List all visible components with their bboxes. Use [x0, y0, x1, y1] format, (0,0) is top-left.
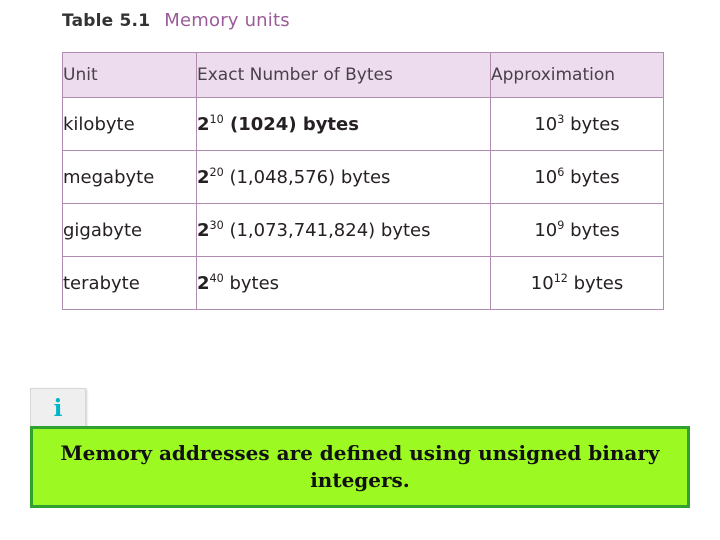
- callout-box: Memory addresses are defined using unsig…: [30, 426, 690, 508]
- approx-exponent: 9: [557, 218, 565, 232]
- memory-units-table: Unit Exact Number of Bytes Approximation…: [62, 52, 664, 310]
- exact-base: 2: [197, 166, 210, 188]
- column-header-approximation: Approximation: [490, 52, 664, 98]
- table-row: megabyte 220 (1,048,576) bytes 106 bytes: [62, 150, 664, 204]
- cell-unit: terabyte: [62, 256, 197, 310]
- info-glyph: i: [53, 394, 63, 422]
- table-body: kilobyte 210 (1024) bytes 103 bytes mega…: [62, 97, 664, 310]
- approx-rest: bytes: [567, 272, 624, 294]
- cell-approximation: 1012 bytes: [490, 256, 664, 310]
- approx-base: 10: [534, 166, 558, 188]
- table-caption-label: Table 5.1: [62, 11, 151, 31]
- cell-exact-bytes: 240 bytes: [196, 256, 491, 310]
- exact-exponent: 30: [209, 218, 224, 232]
- exact-base: 2: [197, 113, 210, 135]
- column-header-unit: Unit: [62, 52, 197, 98]
- approx-exponent: 12: [553, 271, 568, 285]
- table-caption-title: Memory units: [164, 10, 290, 31]
- exact-exponent: 40: [209, 271, 224, 285]
- approx-base: 10: [534, 219, 558, 241]
- table-caption: Table 5.1 Memory units: [62, 10, 290, 31]
- approx-base: 10: [530, 272, 554, 294]
- exact-rest: bytes: [223, 272, 280, 294]
- exact-rest: (1,073,741,824) bytes: [223, 219, 431, 241]
- exact-base: 2: [197, 219, 210, 241]
- exact-exponent: 10: [209, 112, 224, 126]
- approx-rest: bytes: [564, 219, 620, 241]
- cell-exact-bytes: 230 (1,073,741,824) bytes: [196, 203, 491, 257]
- cell-approximation: 106 bytes: [490, 150, 664, 204]
- table-row: gigabyte 230 (1,073,741,824) bytes 109 b…: [62, 203, 664, 257]
- cell-exact-bytes: 210 (1024) bytes: [196, 97, 491, 151]
- callout-text: Memory addresses are defined using unsig…: [60, 441, 660, 492]
- cell-exact-bytes: 220 (1,048,576) bytes: [196, 150, 491, 204]
- approx-rest: bytes: [564, 113, 620, 135]
- table-row: terabyte 240 bytes 1012 bytes: [62, 256, 664, 310]
- table-header-row: Unit Exact Number of Bytes Approximation: [62, 52, 664, 98]
- cell-unit: kilobyte: [62, 97, 197, 151]
- column-header-exact-bytes: Exact Number of Bytes: [196, 52, 491, 98]
- cell-approximation: 103 bytes: [490, 97, 664, 151]
- cell-approximation: 109 bytes: [490, 203, 664, 257]
- approx-base: 10: [534, 113, 558, 135]
- approx-exponent: 3: [557, 112, 565, 126]
- table-header: Unit Exact Number of Bytes Approximation: [62, 52, 664, 98]
- cell-unit: megabyte: [62, 150, 197, 204]
- table-row: kilobyte 210 (1024) bytes 103 bytes: [62, 97, 664, 151]
- exact-base: 2: [197, 272, 210, 294]
- approx-exponent: 6: [557, 165, 565, 179]
- cell-unit: gigabyte: [62, 203, 197, 257]
- exact-rest: (1024) bytes: [223, 113, 359, 135]
- exact-rest: (1,048,576) bytes: [223, 166, 391, 188]
- info-icon: i: [30, 388, 86, 428]
- exact-exponent: 20: [209, 165, 224, 179]
- approx-rest: bytes: [564, 166, 620, 188]
